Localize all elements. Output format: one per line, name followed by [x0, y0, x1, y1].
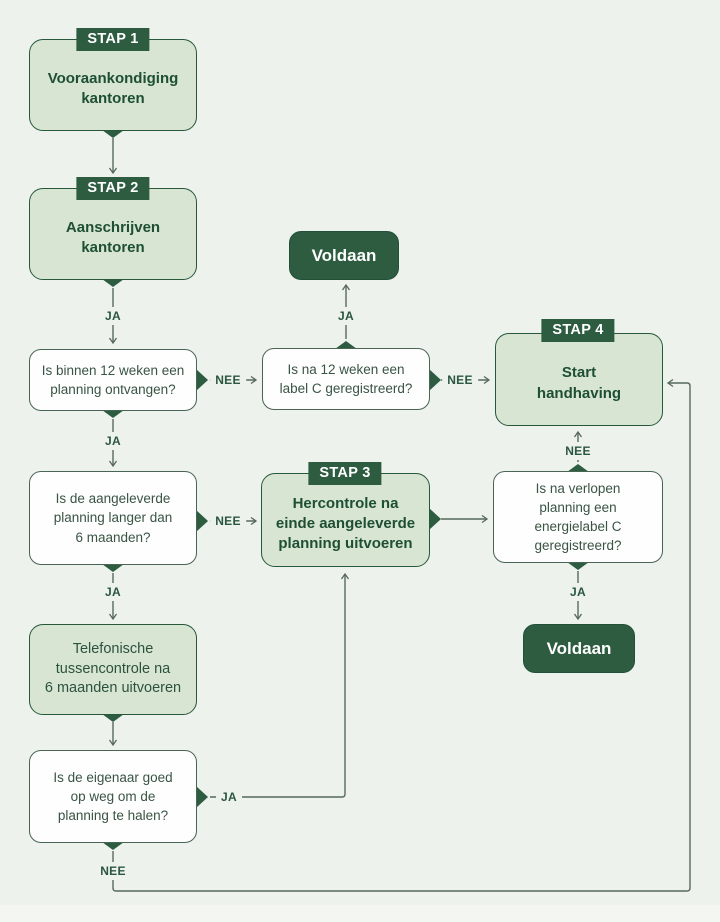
edge-label-ja-telefonische: JA	[100, 583, 126, 601]
telefonische-tussencontrole-box: Telefonische tussencontrole na 6 maanden…	[29, 624, 197, 715]
exit-arrow-planning-6-maanden-right	[196, 510, 208, 532]
connector-nee-terug-stap4	[112, 378, 691, 892]
edge-label-ja-terug-stap3: JA	[216, 788, 242, 806]
edge-label-nee-planning-ontvangen: NEE	[210, 371, 246, 389]
exit-arrow-stap1-down	[102, 130, 124, 138]
stap3-badge: STAP 3	[308, 462, 382, 485]
exit-arrow-eigenaar-down	[102, 842, 124, 850]
exit-arrow-energielabel-c-down	[567, 562, 589, 570]
exit-arrow-eigenaar-right	[196, 786, 208, 808]
decision-energielabel-c-box: Is na verlopen planning een energielabel…	[493, 471, 663, 563]
edge-label-ja-planning-6-maanden: JA	[100, 432, 126, 450]
exit-arrow-stap2-down	[102, 279, 124, 287]
exit-arrow-telefonische-down	[102, 714, 124, 722]
connector-ja-terug-stap3	[210, 572, 350, 798]
exit-arrows	[102, 130, 589, 850]
stap2-badge: STAP 2	[76, 177, 150, 200]
exit-arrow-planning-ontvangen-down	[102, 410, 124, 418]
exit-arrow-planning-6-maanden-down	[102, 564, 124, 572]
edge-label-ja-voldaan-top: JA	[333, 307, 359, 325]
edge-label-ja-voldaan-bottom: JA	[565, 583, 591, 601]
edge-label-nee-stap3: NEE	[210, 512, 246, 530]
stap1-badge: STAP 1	[76, 28, 150, 51]
edge-label-nee-stap4: NEE	[442, 371, 478, 389]
stap1-box: Vooraankondiging kantoren	[29, 39, 197, 131]
voldaan-bottom-box: Voldaan	[523, 624, 635, 673]
decision-planning-ontvangen-box: Is binnen 12 weken een planning ontvange…	[29, 349, 197, 411]
exit-arrow-stap3-right	[429, 508, 441, 530]
edge-label-nee-terug-stap4: NEE	[95, 862, 131, 880]
stap4-badge: STAP 4	[541, 319, 615, 342]
decision-eigenaar-op-weg-box: Is de eigenaar goed op weg om de plannin…	[29, 750, 197, 843]
stap4-box: Start handhaving	[495, 333, 663, 426]
exit-arrow-energielabel-c-up	[567, 464, 589, 472]
voldaan-top-box: Voldaan	[289, 231, 399, 280]
exit-arrow-planning-ontvangen-right	[196, 369, 208, 391]
decision-label-c-12-weken-box: Is na 12 weken een label C geregistreerd…	[262, 348, 430, 410]
exit-arrow-label-c-12-weken-up	[335, 341, 357, 349]
edge-label-nee-stap4-omhoog: NEE	[560, 442, 596, 460]
stap3-box: Hercontrole na einde aangeleverde planni…	[261, 473, 430, 567]
exit-arrow-label-c-12-weken-right	[429, 369, 441, 391]
edge-label-ja-stap2: JA	[100, 307, 126, 325]
decision-planning-6-maanden-box: Is de aangeleverde planning langer dan 6…	[29, 471, 197, 565]
stap2-box: Aanschrijven kantoren	[29, 188, 197, 280]
